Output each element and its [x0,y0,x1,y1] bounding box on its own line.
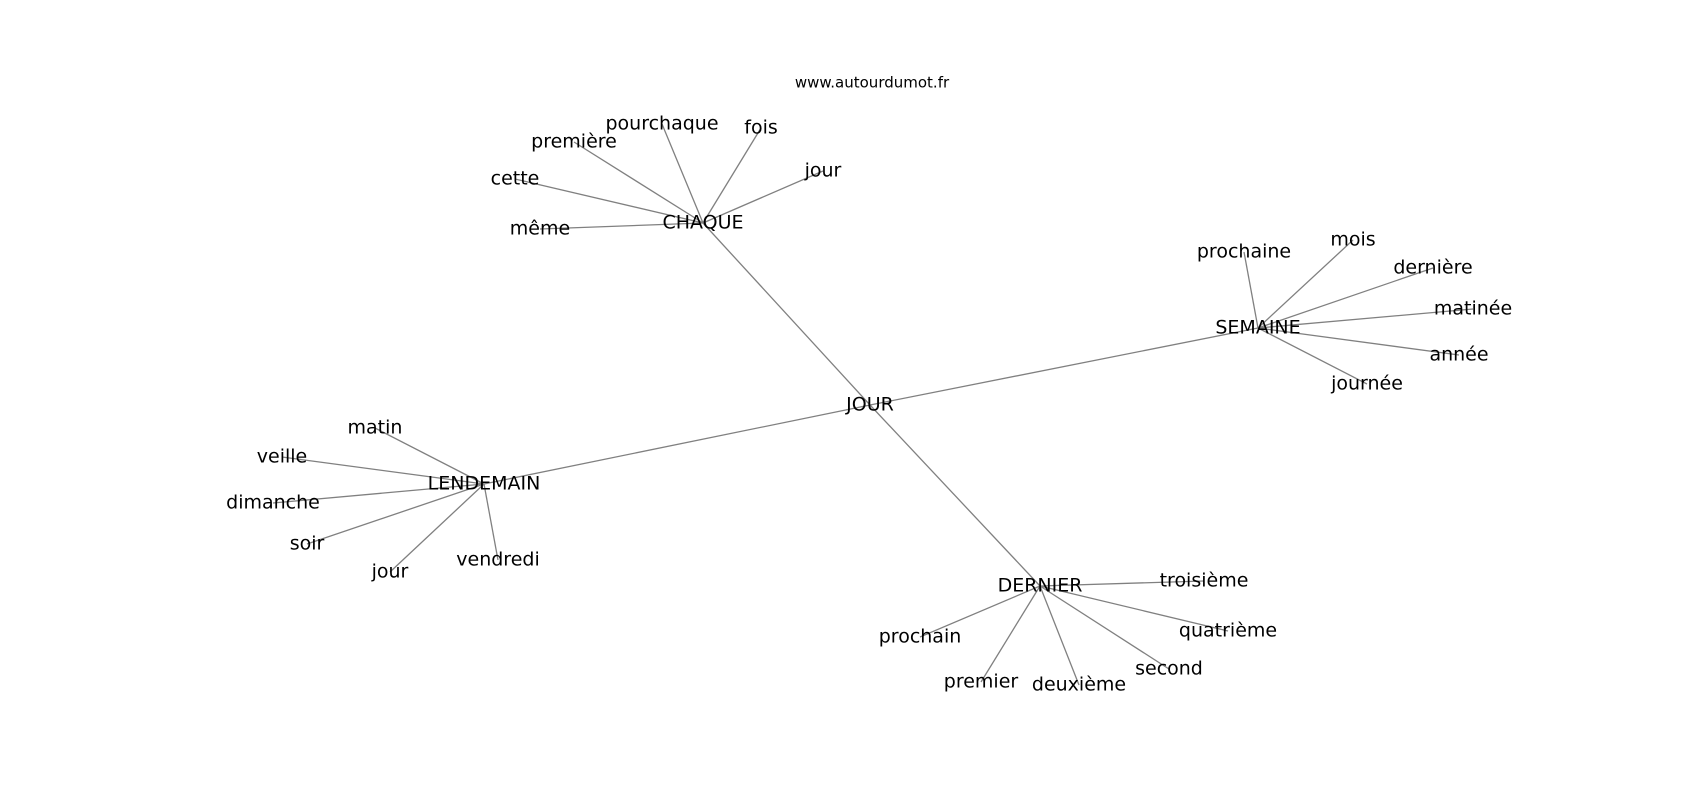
edge-semaine-mois [1257,239,1354,329]
edge-dernier-second [1039,585,1170,670]
node-leaf-chaque-pourchaque: pourchaque [605,113,718,135]
edge-lendemain-dimanche [272,483,485,504]
node-leaf-semaine-matinee: matinée [1434,298,1512,320]
edge-root-lendemain [483,404,871,485]
node-leaf-semaine-prochaine: prochaine [1197,241,1291,263]
node-leaf-semaine-journee: journée [1330,373,1403,395]
edge-lendemain-soir [306,483,485,545]
edge-semaine-derniere [1257,267,1434,329]
node-leaf-dernier-second: second [1135,658,1203,680]
node-hub-lendemain: LENDEMAIN [428,473,541,495]
node-leaf-lendemain-dimanche: dimanche [226,492,320,514]
node-leaf-dernier-quatrieme: quatrième [1179,620,1277,642]
edge-root-semaine [869,327,1259,406]
edge-lendemain-veille [281,456,485,485]
node-leaf-semaine-derniere: dernière [1393,257,1472,279]
edge-dernier-quatrieme [1039,585,1229,632]
node-leaf-chaque-premiere: première [531,131,617,153]
edge-chaque-premiere [573,141,704,224]
node-leaf-chaque-meme: même [510,218,570,240]
node-hub-dernier: DERNIER [998,575,1083,597]
edge-root-chaque [702,222,871,406]
node-leaf-lendemain-jour: jour [371,561,409,583]
edge-dernier-premier [980,585,1041,683]
node-hub-semaine: SEMAINE [1215,317,1300,339]
node-leaf-dernier-deuxieme: deuxième [1032,674,1126,696]
node-hub-chaque: CHAQUE [662,212,743,234]
node-leaf-lendemain-matin: matin [348,417,403,439]
edge-chaque-pourchaque [661,123,704,224]
edge-dernier-prochain [919,585,1041,638]
node-leaf-lendemain-veille: veille [257,446,307,468]
edge-semaine-prochaine [1243,251,1259,329]
node-leaf-semaine-mois: mois [1330,229,1375,251]
edge-semaine-annee [1257,327,1460,356]
edge-chaque-meme [539,222,704,230]
edge-chaque-fois [702,127,762,224]
edge-chaque-cette [514,178,704,224]
node-leaf-lendemain-vendredi: vendredi [456,549,539,571]
graph-labels: www.autourdumot.fr JOUR CHAQUE pourchaque f… [226,74,1512,696]
node-leaf-lendemain-soir: soir [290,533,325,555]
node-root-jour: JOUR [845,394,894,416]
edge-dernier-troisieme [1039,580,1205,587]
edge-semaine-journee [1257,327,1368,385]
edge-lendemain-matin [374,427,485,485]
node-leaf-dernier-prochain: prochain [879,626,962,648]
node-leaf-dernier-premier: premier [944,671,1019,693]
edge-semaine-matinee [1257,308,1474,329]
edge-root-dernier [869,404,1041,587]
source-watermark: www.autourdumot.fr [795,74,950,92]
edge-dernier-deuxieme [1039,585,1080,686]
node-leaf-dernier-troisieme: troisième [1160,570,1249,592]
edge-lendemain-vendredi [483,483,499,561]
graph-edges [272,123,1474,686]
node-leaf-chaque-cette: cette [491,168,540,190]
node-leaf-semaine-annee: année [1429,344,1488,366]
edge-chaque-jour [702,170,824,224]
node-leaf-chaque-jour: jour [804,160,842,182]
node-leaf-chaque-fois: fois [744,117,778,139]
edge-lendemain-jour [389,483,485,573]
